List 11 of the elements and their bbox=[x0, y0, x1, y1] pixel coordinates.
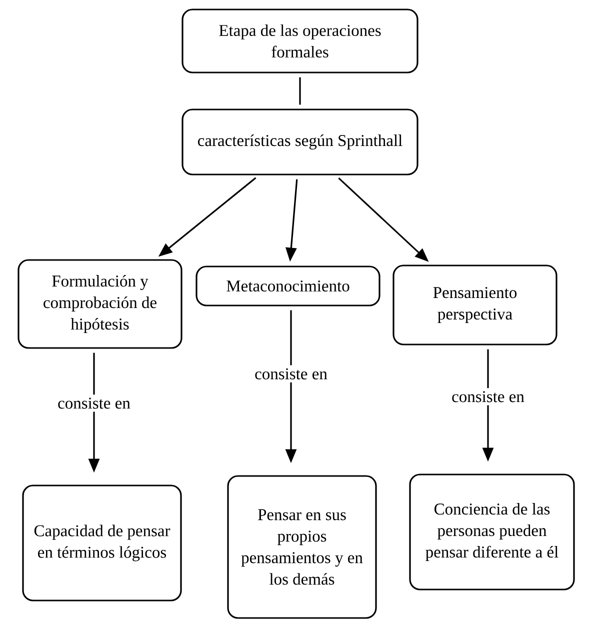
concept-box: Formulación y comprobación de hipótesis bbox=[18, 259, 182, 349]
concept-box: Conciencia de las personas pueden pensar diferente a él bbox=[409, 474, 575, 590]
edge-label: consiste en bbox=[252, 365, 330, 382]
edge-label: consiste en bbox=[448, 388, 528, 406]
concept-box: Etapa de las operaciones formales bbox=[182, 8, 418, 74]
concept-box: Capacidad de pensar en términos lógicos bbox=[22, 484, 182, 602]
edge-label: consiste en bbox=[54, 394, 134, 412]
concept-box: Metaconocimiento bbox=[196, 266, 380, 306]
concept-box: Pensar en sus propios pensamientos y en los demás bbox=[227, 475, 377, 619]
concept-box: Pensamiento perspectiva bbox=[392, 264, 558, 346]
concept-box: características según Sprinthall bbox=[182, 108, 418, 176]
